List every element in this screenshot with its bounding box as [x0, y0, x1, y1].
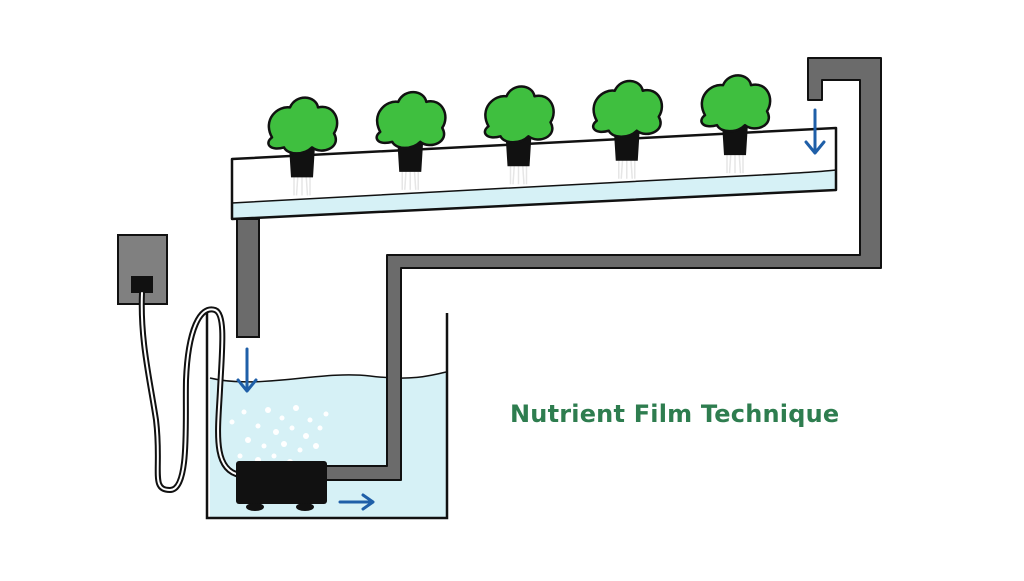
- reservoir-water-surface: [209, 371, 447, 383]
- submersible-pump: [236, 461, 327, 511]
- plant-foliage: [483, 85, 555, 144]
- plant: [592, 79, 664, 179]
- plant: [483, 85, 555, 185]
- plant-foliage: [375, 90, 447, 150]
- power-cord-highlight: [140, 292, 241, 492]
- flow-arrow-into-reservoir: [236, 347, 258, 393]
- nutrient-reservoir: [205, 313, 449, 520]
- plant: [700, 74, 772, 174]
- plant: [267, 96, 339, 196]
- flow-arrow-into-channel: [804, 108, 826, 155]
- plants: [267, 74, 772, 196]
- plant-foliage: [592, 79, 664, 138]
- plant-foliage: [267, 96, 339, 155]
- supply-pipe: [324, 57, 882, 481]
- flow-arrow-pump-out: [338, 493, 375, 511]
- plant-foliage: [700, 74, 772, 133]
- diagram-title: Nutrient Film Technique: [510, 400, 840, 428]
- plant: [375, 90, 447, 190]
- drain-pipe: [236, 218, 260, 338]
